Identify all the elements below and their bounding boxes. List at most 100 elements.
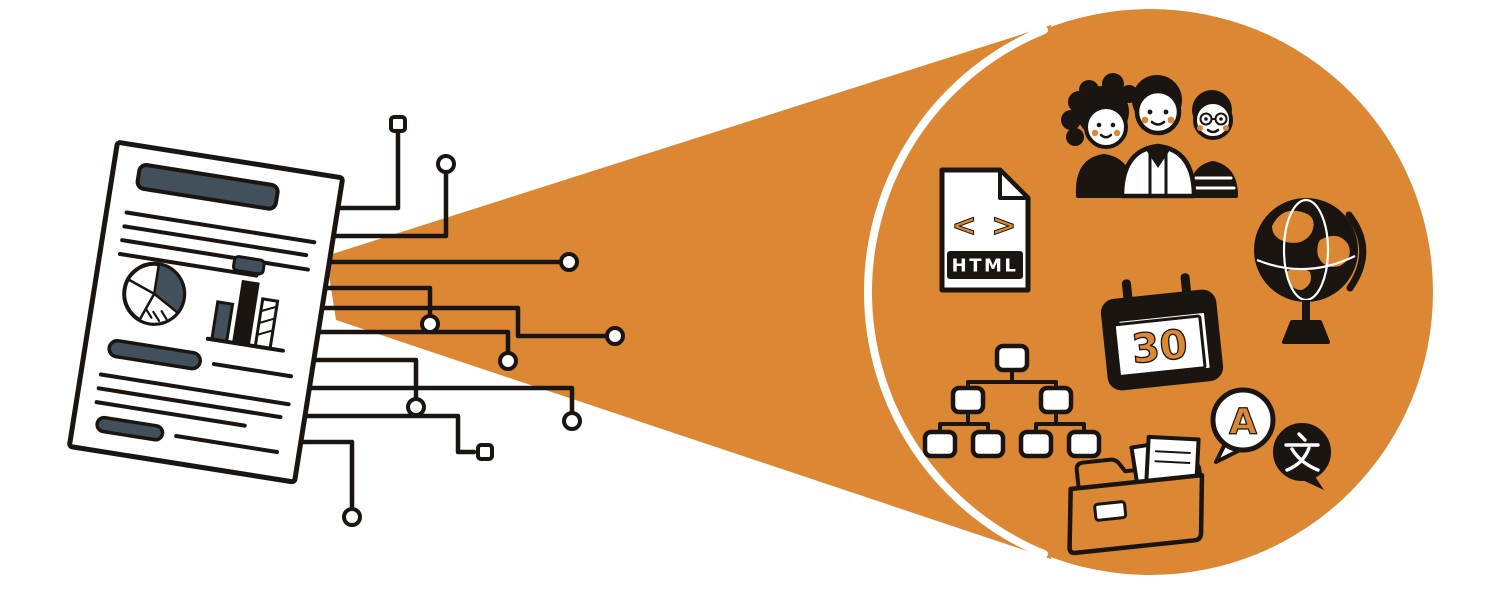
beam-highlight-arc [863, 26, 1048, 558]
extraction-beam [326, 9, 1433, 575]
text-line [94, 400, 247, 428]
shirt [1146, 146, 1170, 168]
cheek [1141, 116, 1149, 124]
hair-curl [1102, 73, 1124, 95]
person-right [1189, 90, 1238, 198]
org-node [1038, 385, 1074, 415]
bar-chart-icon [205, 255, 285, 353]
translation-icon: A [1210, 387, 1331, 490]
bar-hatch-lines [257, 305, 277, 336]
equator-line [1256, 255, 1356, 271]
calendar-icon: 30 [1100, 273, 1224, 391]
document-title-bar [135, 163, 280, 211]
trace-node-circle [498, 351, 518, 371]
pie-chart-icon [122, 261, 187, 326]
chart-baseline [205, 336, 285, 353]
circuit-trace [327, 129, 401, 211]
circuit-trace [298, 385, 575, 415]
people-group-icon [1061, 73, 1238, 199]
trace-node-circle [605, 326, 625, 346]
org-node [1066, 429, 1102, 459]
smile [1206, 128, 1220, 134]
globe-icon [1254, 198, 1367, 344]
document-text-lines [118, 210, 317, 278]
cjk-character-strokes [1284, 432, 1320, 472]
org-node [1018, 429, 1054, 459]
person-center [1119, 75, 1197, 199]
cjk-stroke [1290, 447, 1320, 472]
eye [1110, 122, 1116, 128]
file-fold-corner [998, 168, 1030, 200]
eye [1163, 109, 1169, 115]
html-file-icon: < > HTML [939, 167, 1031, 293]
hair-curl [1061, 110, 1081, 130]
paper-line [1154, 460, 1191, 465]
globe-base [1282, 320, 1330, 344]
cjk-stroke [1297, 432, 1307, 442]
circuit-trace [307, 329, 511, 355]
org-node [970, 429, 1006, 459]
folder-icon [1067, 434, 1205, 556]
html-label-band [947, 251, 1023, 279]
document-text-lines [94, 362, 294, 454]
cjk-bubble [1273, 423, 1331, 481]
text-line [211, 362, 294, 379]
beam-cone [326, 25, 1051, 559]
source-document [67, 140, 345, 485]
highlight-pill [95, 415, 165, 442]
pie-hatch-lines [144, 307, 168, 323]
person-left [1061, 73, 1138, 198]
org-node [922, 429, 958, 459]
org-connectors [938, 368, 1086, 434]
trace-node-circle [406, 397, 426, 417]
continent [1272, 210, 1314, 243]
cheek [1197, 125, 1203, 131]
face [1134, 88, 1182, 136]
text-line [120, 238, 310, 272]
circuit-trace [294, 413, 477, 455]
text-line [96, 386, 283, 420]
folder-label [1093, 500, 1128, 522]
pie-slice-solid [152, 262, 186, 315]
folder-front [1067, 472, 1205, 556]
circuit-trace [311, 305, 609, 339]
code-glyph-text: < > [952, 209, 1019, 244]
circuit-traces [289, 115, 625, 527]
highlight-pill [107, 338, 202, 371]
eye [1147, 109, 1153, 115]
circuit-trace [323, 170, 449, 239]
cjk-stroke [1285, 446, 1311, 472]
latin-bubble [1210, 387, 1276, 453]
smile [1099, 133, 1113, 139]
org-node [950, 385, 986, 415]
text-line [174, 434, 279, 454]
globe-arm [1345, 211, 1367, 292]
trace-node-square [476, 443, 494, 461]
text-line [122, 224, 309, 258]
trace-node-square [389, 115, 407, 133]
hair-curl [1066, 128, 1084, 146]
trace-node-circle [420, 314, 440, 334]
html-label-text: HTML [952, 256, 1019, 277]
eye [1096, 122, 1102, 128]
pie-slice-hatched [137, 291, 180, 326]
continent [1317, 235, 1350, 267]
text-line [124, 210, 317, 245]
calendar-page [1112, 314, 1207, 378]
eye [1204, 117, 1208, 121]
trace-node-circle [342, 507, 362, 527]
org-node [994, 343, 1030, 373]
paper-line [1154, 450, 1191, 455]
trace-node-circle [436, 154, 456, 174]
pie-divider [126, 277, 156, 296]
smile [1150, 120, 1166, 126]
face [1084, 105, 1128, 149]
circuit-trace [303, 357, 419, 401]
eye [1219, 117, 1223, 121]
cheek [1091, 129, 1099, 137]
trace-node-circle [559, 252, 579, 272]
cheek [1113, 129, 1121, 137]
hair-curl [1079, 80, 1099, 100]
